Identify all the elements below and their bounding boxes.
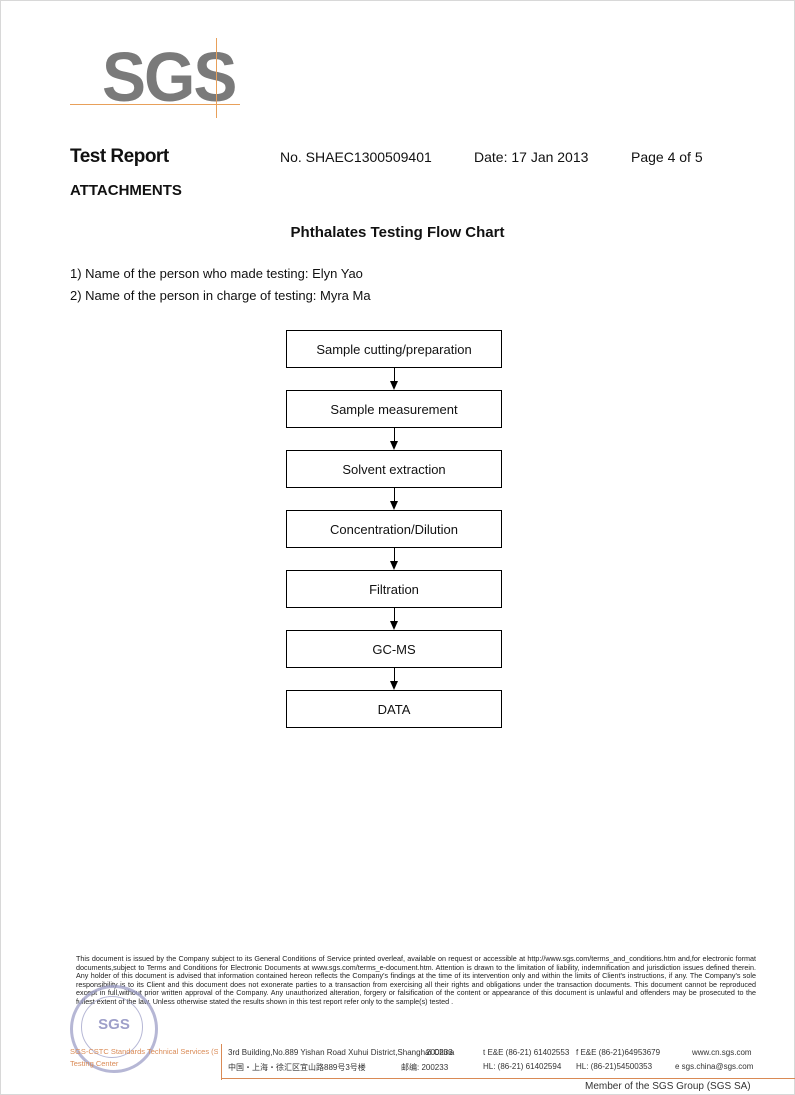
page-number: Page 4 of 5 [631, 149, 703, 165]
report-number: No. SHAEC1300509401 [280, 149, 432, 165]
stamp-inner-ring [81, 996, 143, 1058]
flow-step-box: DATA [286, 690, 502, 728]
stamp-text: SGS [98, 1016, 130, 1033]
report-date: Date: 17 Jan 2013 [474, 149, 589, 165]
website-link[interactable]: www.cn.sgs.com [692, 1048, 752, 1057]
report-title: Test Report [70, 146, 169, 167]
in-charge-name: 2) Name of the person in charge of testi… [70, 288, 371, 303]
flow-step-box: Sample cutting/preparation [286, 330, 502, 368]
section-heading: ATTACHMENTS [70, 182, 182, 199]
telephone-hl: HL: (86-21) 61402594 [483, 1062, 562, 1071]
flow-arrow-line [394, 488, 395, 502]
flow-arrow-head [390, 381, 398, 390]
flow-arrow-line [394, 428, 395, 442]
flow-arrow-head [390, 681, 398, 690]
flow-step-box: Solvent extraction [286, 450, 502, 488]
flow-arrow-head [390, 621, 398, 630]
flow-arrow-head [390, 441, 398, 450]
company-stamp: SGS [70, 985, 158, 1073]
flow-arrow-line [394, 548, 395, 562]
zip-english: 200233 [426, 1048, 453, 1057]
company-line-2: Testing Center [70, 1059, 119, 1068]
flow-arrow-head [390, 561, 398, 570]
logo-horizontal-line [70, 104, 240, 105]
address-english: 3rd Building,No.889 Yishan Road Xuhui Di… [228, 1048, 455, 1057]
flow-arrow-head [390, 501, 398, 510]
flow-step-box: Concentration/Dilution [286, 510, 502, 548]
telephone-ee: t E&E (86-21) 61402553 [483, 1048, 570, 1057]
flow-chart-title: Phthalates Testing Flow Chart [290, 224, 505, 241]
address-chinese: 中国・上海・徐汇区宜山路889号3号楼 [228, 1063, 366, 1072]
flow-arrow-line [394, 668, 395, 682]
fax-ee: f E&E (86-21)64953679 [576, 1048, 661, 1057]
legal-disclaimer: This document is issued by the Company s… [76, 954, 756, 1006]
flow-step-box: Filtration [286, 570, 502, 608]
zip-chinese: 邮编: 200233 [401, 1063, 449, 1072]
flow-arrow-line [394, 608, 395, 622]
company-line-1: SGS-CSTC Standards Technical Services (S… [70, 1047, 218, 1056]
flow-arrow-line [394, 368, 395, 382]
sgs-logo: SGS [70, 38, 242, 118]
member-statement: Member of the SGS Group (SGS SA) [585, 1081, 751, 1092]
email-link[interactable]: e sgs.china@sgs.com [675, 1062, 754, 1071]
footer-divider [221, 1044, 222, 1080]
logo-vertical-line [216, 38, 217, 118]
flow-step-box: GC-MS [286, 630, 502, 668]
company-name: SGS-CSTC Standards Technical Services (S… [70, 1046, 218, 1070]
fax-hl: HL: (86-21)54500353 [576, 1062, 653, 1071]
footer-rule [221, 1078, 795, 1079]
logo-text: SGS [102, 38, 237, 116]
flow-step-box: Sample measurement [286, 390, 502, 428]
tester-name: 1) Name of the person who made testing: … [70, 266, 363, 281]
